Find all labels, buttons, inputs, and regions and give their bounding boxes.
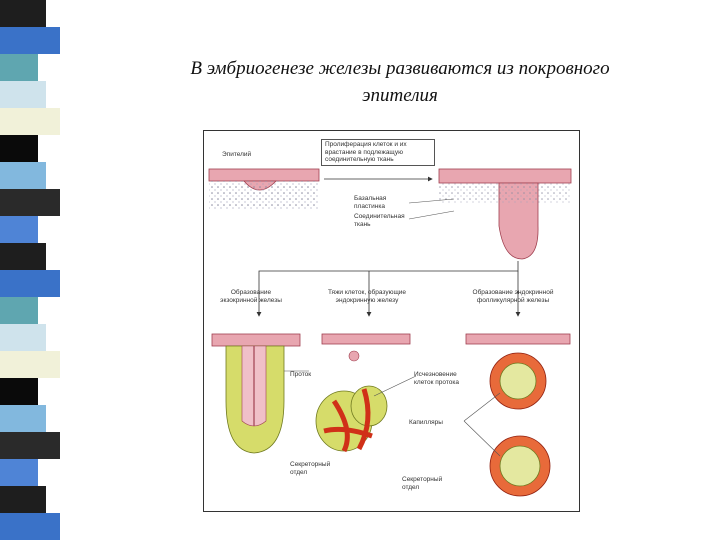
stripe-block bbox=[0, 297, 38, 324]
label-endocrine-cord: Тяжи клеток, образующие эндокринную желе… bbox=[317, 289, 417, 304]
stripe-block bbox=[0, 270, 60, 297]
title-line-2: эпителия bbox=[110, 82, 690, 109]
label-exocrine-formation: Образование экзокринной железы bbox=[212, 289, 290, 304]
stripe-block bbox=[0, 81, 46, 108]
stripe-block bbox=[0, 54, 38, 81]
endocrine-cords bbox=[316, 334, 410, 451]
decorative-stripe bbox=[0, 0, 72, 540]
stripe-block bbox=[0, 135, 38, 162]
stripe-block bbox=[0, 27, 60, 54]
slide-title: В эмбриогенезе железы развиваются из пок… bbox=[110, 55, 690, 109]
diagram-drawing bbox=[204, 131, 579, 511]
stripe-block bbox=[0, 459, 38, 486]
gland-development-diagram: Эпителий Пролиферация клеток и их враста… bbox=[203, 130, 580, 512]
stripe-block bbox=[0, 162, 46, 189]
follicular-gland bbox=[466, 334, 570, 496]
stripe-block bbox=[0, 324, 46, 351]
stage-2-bud bbox=[439, 169, 571, 259]
label-connective-tissue: Соединительная ткань bbox=[354, 213, 414, 228]
label-secretory-part-2: Секреторный отдел bbox=[402, 476, 452, 491]
stripe-block bbox=[0, 486, 46, 513]
stripe-block bbox=[0, 405, 46, 432]
label-capillaries: Капилляры bbox=[409, 419, 464, 427]
label-duct: Проток bbox=[290, 371, 311, 379]
label-secretory-part-1: Секреторный отдел bbox=[290, 461, 330, 476]
stripe-block bbox=[0, 0, 46, 27]
title-line-1: В эмбриогенезе железы развиваются из пок… bbox=[110, 55, 690, 82]
stripe-block bbox=[0, 378, 38, 405]
stripe-block bbox=[0, 513, 60, 540]
stripe-block bbox=[0, 351, 60, 378]
label-proliferation: Пролиферация клеток и их врастание в под… bbox=[321, 139, 435, 166]
stage-1-epithelium bbox=[209, 169, 319, 209]
label-follicular-formation: Образование эндокринной фолликулярной же… bbox=[454, 289, 572, 304]
exocrine-gland bbox=[212, 334, 300, 453]
stripe-block bbox=[0, 108, 60, 135]
label-basement-membrane: Базальная пластинка bbox=[354, 195, 414, 210]
stripe-block bbox=[0, 432, 60, 459]
stripe-block bbox=[0, 189, 60, 216]
label-duct-disappearance: Исчезновение клеток протока bbox=[414, 371, 469, 386]
stripe-block bbox=[0, 243, 46, 270]
label-epithelium: Эпителий bbox=[222, 151, 251, 159]
stripe-block bbox=[0, 216, 38, 243]
